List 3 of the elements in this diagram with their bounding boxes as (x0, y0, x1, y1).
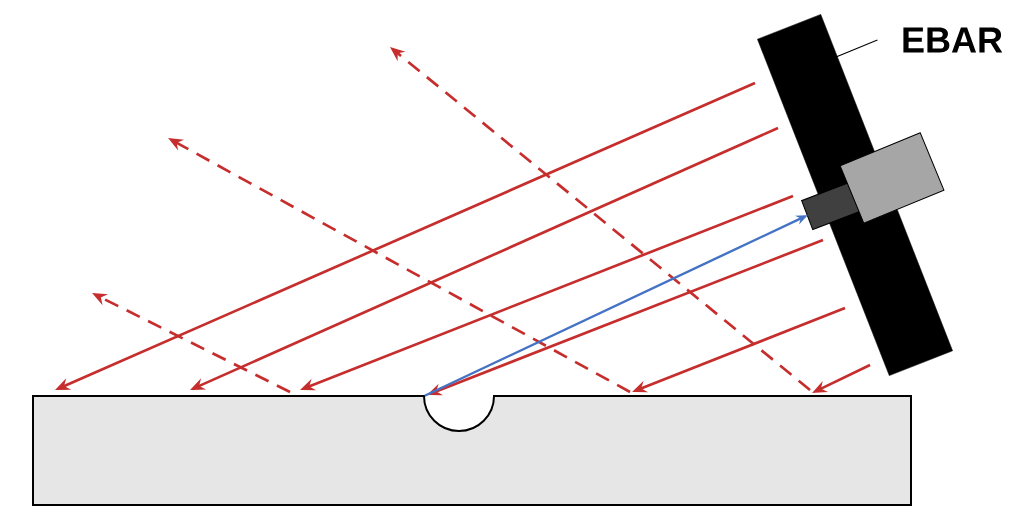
specimen-block (32, 395, 912, 506)
bar-label: EBAR (903, 27, 1003, 53)
leader-line (835, 39, 878, 58)
